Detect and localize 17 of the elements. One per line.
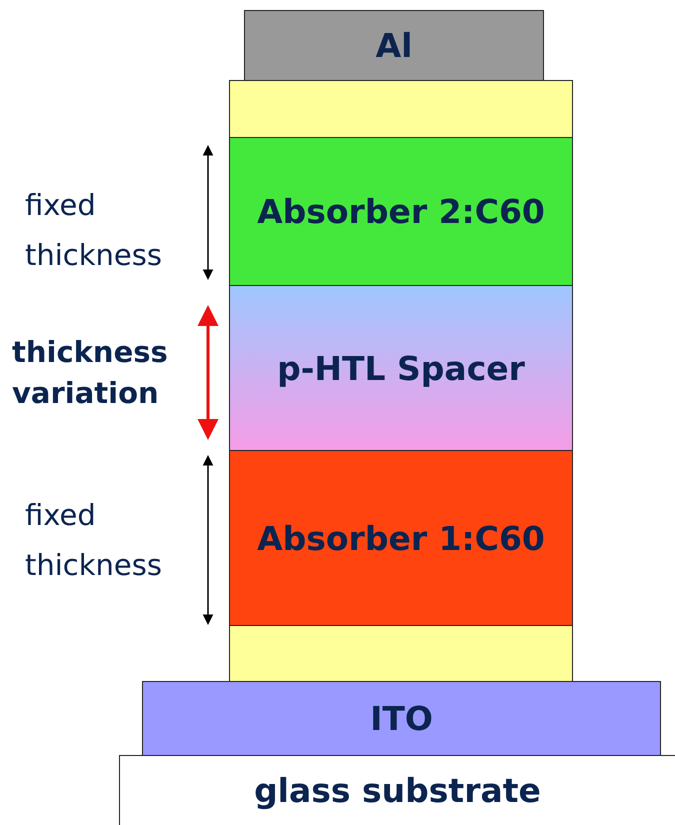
layer-label: ITO	[370, 699, 433, 738]
layer-label: Al	[376, 26, 412, 65]
layer-box	[229, 285, 573, 451]
layer-box	[229, 625, 573, 682]
substrate-box	[119, 755, 675, 825]
layer-box	[229, 450, 573, 626]
layer-box	[229, 137, 573, 286]
thickness-label: thickness variation	[12, 334, 169, 412]
layer-label: glass substrate	[254, 771, 541, 810]
layer-label: p-HTL Spacer	[277, 348, 525, 388]
electrode-box	[142, 681, 661, 756]
layer-label: Absorber 2:C60	[257, 192, 545, 231]
layer-label: Absorber 1:C60	[257, 518, 545, 558]
layer-box	[229, 80, 573, 138]
thickness-label: fixed thickness	[25, 187, 163, 274]
layer-box	[244, 10, 544, 81]
thickness-label: fixed thickness	[25, 497, 163, 584]
